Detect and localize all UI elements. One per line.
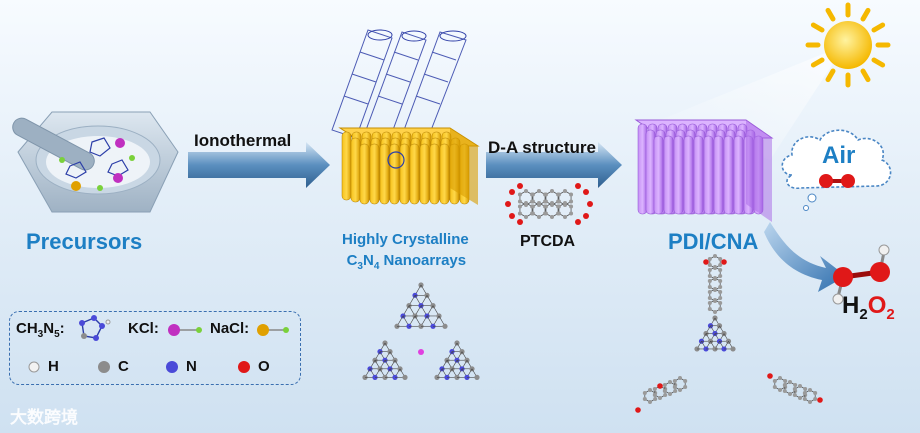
- legend-ch: CH: [16, 320, 38, 337]
- watermark: 大数跨境: [10, 408, 78, 427]
- legend-ch3n5: CH3N5:: [16, 320, 65, 340]
- ionothermal-arrow: [188, 142, 330, 188]
- pdi-cna-label: PDI/CNA: [668, 229, 759, 254]
- legend-colon: :: [59, 320, 65, 337]
- legend-graphics: [28, 315, 289, 373]
- legend-box: [9, 311, 301, 385]
- air-cloud: [781, 129, 892, 211]
- legend-sub3: 3: [37, 329, 44, 340]
- nanoarray-label-line2: C3N4 Nanoarrays: [342, 250, 469, 277]
- ionothermal-label: Ionothermal: [194, 131, 292, 150]
- legend-sub5: 5: [54, 329, 60, 340]
- nanoarray-label-line1: Highly Crystalline: [342, 231, 469, 248]
- h2o2-sub-o: 2: [886, 305, 895, 323]
- legend-atom-c: C: [118, 358, 129, 375]
- nanoarray-illustration: [331, 29, 480, 205]
- h2o2-o: O: [867, 292, 887, 319]
- h2o2-molecule: [832, 244, 890, 305]
- precursors-label: Precursors: [26, 229, 143, 254]
- reaction-arrow: [764, 222, 846, 292]
- sun-icon: [805, 2, 891, 88]
- nanoarray-label: Highly Crystalline C3N4 Nanoarrays: [342, 229, 469, 277]
- da-structure-arrow: [486, 142, 622, 188]
- da-structure-label: D-A structure: [488, 138, 596, 157]
- legend-atom-o: O: [258, 358, 270, 375]
- legend-kcl: KCl:: [128, 320, 159, 337]
- legend-atom-n: N: [186, 358, 197, 375]
- sub-3: 3: [357, 261, 363, 272]
- mortar-illustration: [12, 111, 179, 213]
- h2o2-label: H2O2: [842, 292, 895, 323]
- n-symbol: N: [362, 252, 374, 269]
- pdi-cna-structure: [635, 254, 823, 413]
- sub-4: 4: [373, 261, 380, 272]
- legend-nacl: NaCl:: [210, 320, 250, 337]
- legend-n: N: [43, 320, 55, 337]
- pdi-cna-illustration: [634, 119, 774, 222]
- c-symbol: C: [346, 252, 358, 269]
- nanoarrays-word: Nanoarrays: [379, 252, 467, 269]
- ptcda-label: PTCDA: [520, 233, 576, 250]
- air-label: Air: [822, 142, 856, 169]
- h2o2-sub-h: 2: [859, 305, 868, 323]
- h2o2-h: H: [842, 292, 860, 319]
- legend-atom-h: H: [48, 358, 59, 375]
- ptcda-molecule: [505, 183, 593, 225]
- c3n4-structure: [362, 282, 480, 380]
